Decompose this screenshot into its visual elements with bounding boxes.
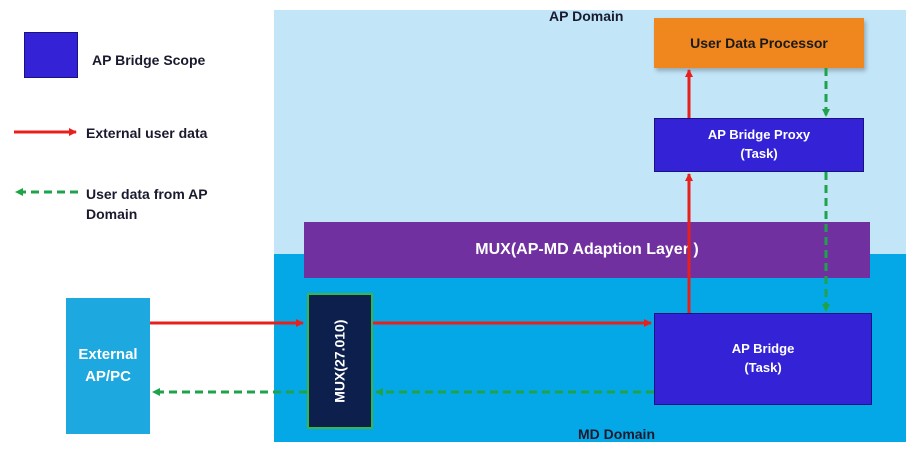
legend-external-label: External user data	[86, 125, 208, 141]
ap-domain-label: AP Domain	[549, 8, 624, 24]
ap-bridge-proxy-title: AP Bridge Proxy	[707, 127, 811, 143]
ap-bridge-proxy-box: AP Bridge Proxy (Task)	[654, 118, 864, 172]
md-domain-label: MD Domain	[578, 426, 655, 442]
legend-scope-label: AP Bridge Scope	[92, 52, 206, 68]
legend-ap-data-line1: User data from AP	[86, 186, 208, 202]
ap-bridge-proxy-subtitle: (Task)	[740, 146, 778, 161]
user-data-processor-box: User Data Processor	[654, 18, 864, 68]
external-ap-pc-line1: External	[78, 346, 138, 364]
legend-ap-data-label: User data from AP Domain	[86, 184, 208, 225]
legend-scope-swatch	[24, 32, 78, 78]
mux-adaption-layer-box: MUX(AP-MD Adaption Layer )	[304, 222, 870, 278]
external-ap-pc-box: External AP/PC	[66, 298, 150, 434]
ap-bridge-title: AP Bridge	[731, 341, 795, 357]
ap-bridge-subtitle: (Task)	[744, 360, 782, 375]
mux-27010-box: MUX(27.010)	[307, 293, 373, 429]
external-ap-pc-line2: AP/PC	[85, 368, 131, 385]
legend-ap-data-line2: Domain	[86, 206, 138, 223]
ap-bridge-box: AP Bridge (Task)	[654, 313, 872, 405]
